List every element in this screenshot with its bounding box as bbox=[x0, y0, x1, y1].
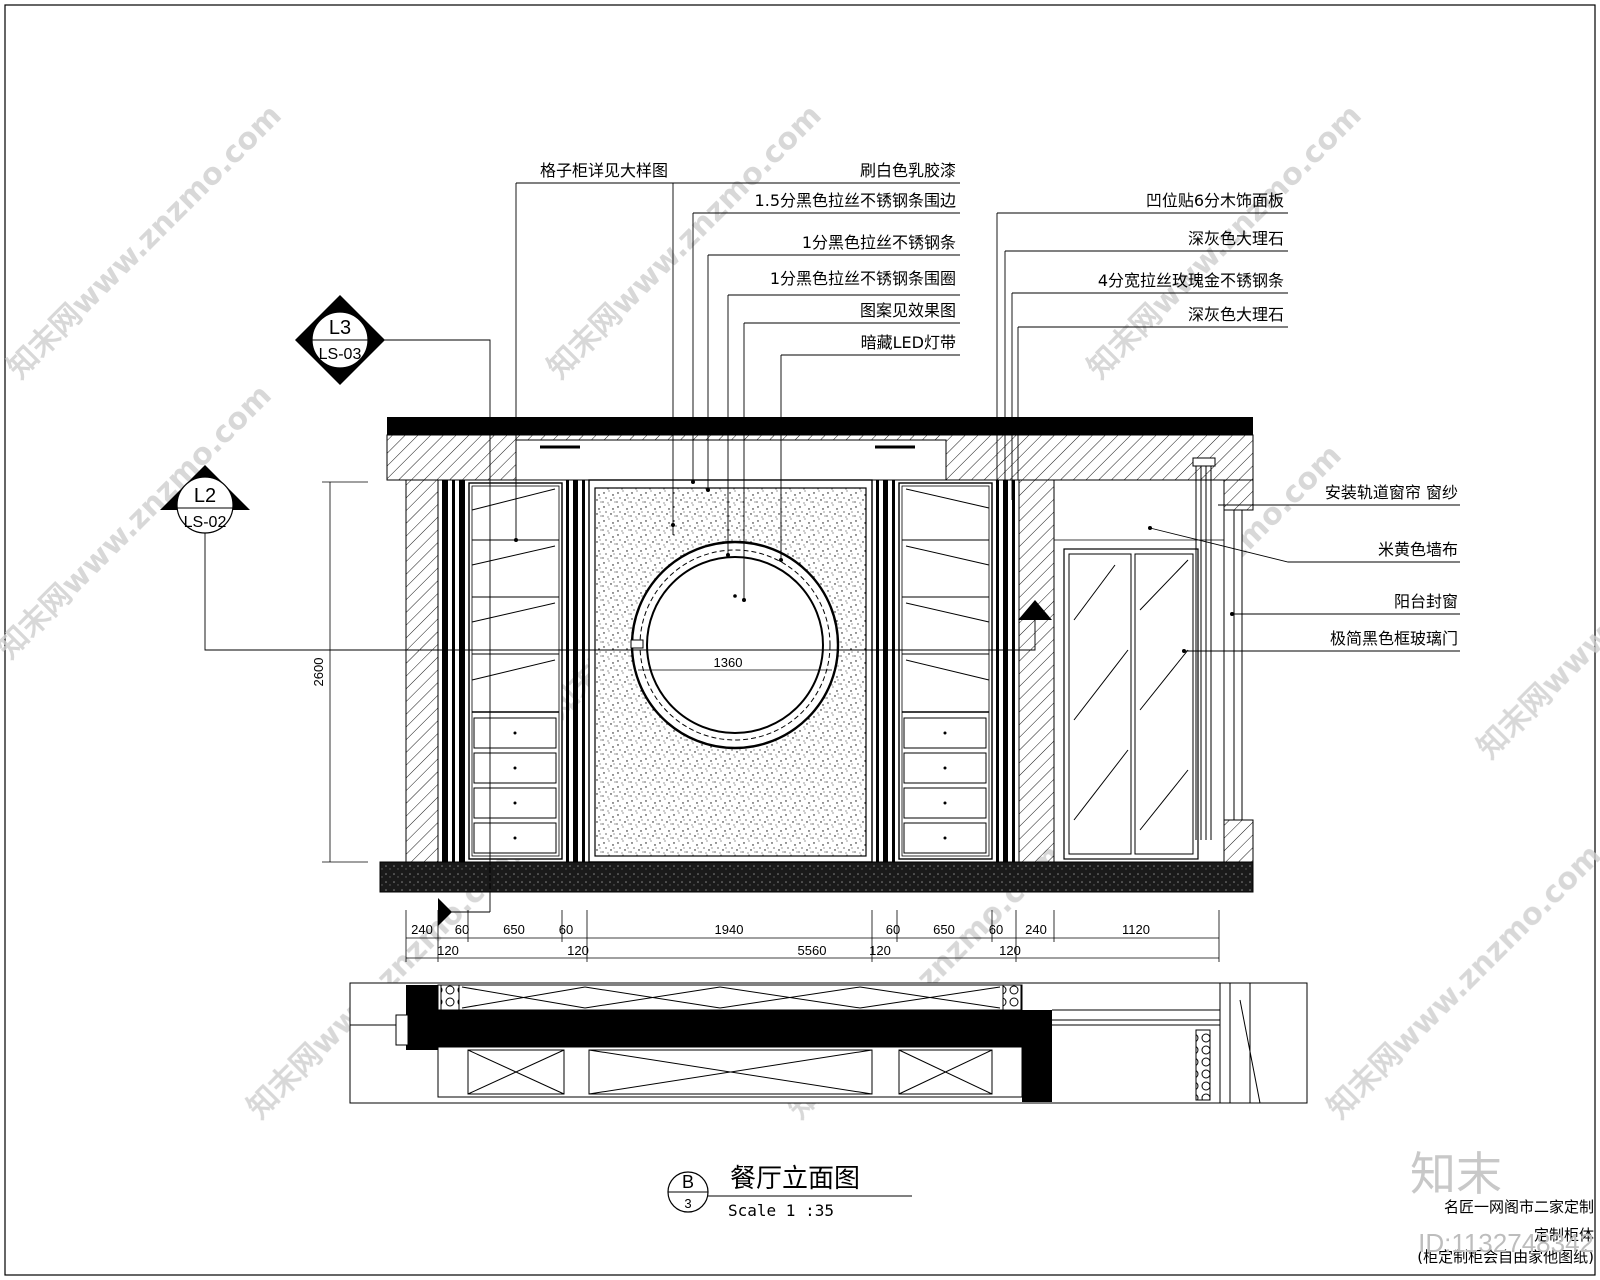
dim-120-b: 120 bbox=[567, 943, 589, 958]
dim-60-c: 60 bbox=[886, 922, 900, 937]
section-mark-l3: L3 LS-03 bbox=[295, 295, 491, 926]
section-mark-l2: L2 LS-02 bbox=[160, 465, 1052, 651]
left-cabinet bbox=[468, 482, 563, 860]
callout-led-strip: 暗藏LED灯带 bbox=[861, 333, 956, 352]
watermark: 知末网www.znzmo.com bbox=[1, 98, 289, 386]
callout-dark-marble-1: 深灰色大理石 bbox=[1188, 229, 1284, 248]
callout-leaders bbox=[515, 182, 1460, 652]
dim-240-left: 240 bbox=[411, 922, 433, 937]
callout-dots bbox=[514, 480, 1234, 653]
dim-60-a: 60 bbox=[455, 922, 469, 937]
dim-60-b: 60 bbox=[559, 922, 573, 937]
callout-1-steel-strip: 1分黑色拉丝不锈钢条 bbox=[802, 233, 956, 252]
dim-1120: 1120 bbox=[1122, 922, 1150, 937]
callout-1-steel-ring: 1分黑色拉丝不锈钢条围圈 bbox=[770, 269, 956, 288]
round-feature-inner-ring bbox=[646, 556, 824, 734]
corner-id: ID:1132748342 bbox=[1418, 1228, 1594, 1258]
width-dimensions bbox=[405, 910, 1220, 962]
callout-glass-door: 极简黑色框玻璃门 bbox=[1330, 629, 1458, 648]
right-pier bbox=[1018, 479, 1055, 863]
dim-120-d: 120 bbox=[999, 943, 1021, 958]
dim-60-d: 60 bbox=[989, 922, 1003, 937]
plan-view bbox=[349, 982, 1308, 1104]
corner-line-2: 定制柜体 bbox=[1534, 1226, 1594, 1244]
left-pier bbox=[405, 479, 439, 863]
floor-marble bbox=[379, 861, 1254, 893]
drawing-title: 餐厅立面图 bbox=[730, 1164, 860, 1194]
callout-pattern: 图案见效果图 bbox=[860, 301, 956, 320]
callout-balcony-window: 阳台封窗 bbox=[1394, 592, 1458, 611]
width-dim-labels: 240 60 650 60 1940 60 650 60 240 1120 12… bbox=[411, 922, 1150, 958]
dim-650-left: 650 bbox=[503, 922, 525, 937]
corner-line-1: 名匠一网阁市二家定制 bbox=[1444, 1198, 1594, 1216]
callouts-left: 格子柜详见大样图 刷白色乳胶漆 1.5分黑色拉丝不锈钢条围边 1分黑色拉丝不锈钢… bbox=[540, 161, 956, 352]
section-l2-number: L2 bbox=[194, 485, 216, 507]
balcony-glass-doors bbox=[1053, 457, 1254, 863]
drawing-scale: Scale 1 :35 bbox=[728, 1201, 834, 1220]
section-l2-ref: LS-02 bbox=[184, 514, 227, 531]
corner-logo: 知末 bbox=[1410, 1147, 1502, 1201]
sheet-border bbox=[4, 4, 1596, 1276]
callout-1-5-steel-edge: 1.5分黑色拉丝不锈钢条围边 bbox=[755, 191, 956, 210]
title-circle-letter: B bbox=[682, 1172, 694, 1192]
watermark: 知末网www.znzmo.com bbox=[1321, 838, 1600, 1126]
corner-line-3: (柜定制柜会自由家他图纸) bbox=[1417, 1248, 1594, 1266]
elevation: 1360 bbox=[379, 417, 1254, 893]
height-dimension: 2600 bbox=[311, 481, 368, 863]
dim-120-a: 120 bbox=[437, 943, 459, 958]
center-feature-panel: 1360 bbox=[588, 479, 873, 863]
section-l3-number: L3 bbox=[329, 317, 351, 339]
watermark: 知末网www.znzmo.com bbox=[0, 378, 279, 666]
watermark: 知末网www.znzmo.com bbox=[541, 98, 829, 386]
callout-veneer-panel: 凹位贴6分木饰面板 bbox=[1146, 191, 1284, 210]
section-l3-ref: LS-03 bbox=[319, 346, 362, 363]
dim-240-right: 240 bbox=[1025, 922, 1047, 937]
height-dim-label: 2600 bbox=[311, 658, 326, 687]
callout-rose-gold-strip: 4分宽拉丝玫瑰金不锈钢条 bbox=[1098, 271, 1284, 290]
callouts-side: 安装轨道窗帘 窗纱 米黄色墙布 阳台封窗 极简黑色框玻璃门 bbox=[1325, 483, 1458, 648]
callout-curtain-track: 安装轨道窗帘 窗纱 bbox=[1325, 483, 1458, 502]
dim-1940: 1940 bbox=[715, 922, 744, 937]
callout-wallcloth: 米黄色墙布 bbox=[1378, 540, 1458, 559]
callout-white-latex: 刷白色乳胶漆 bbox=[860, 161, 956, 180]
ceiling-slab bbox=[387, 417, 1253, 435]
drawing-title-block: B 3 餐厅立面图 Scale 1 :35 bbox=[667, 1164, 912, 1220]
right-cabinet bbox=[898, 482, 993, 860]
watermark: 知末网www.znzmo.com bbox=[1471, 478, 1600, 766]
circle-diameter-dim: 1360 bbox=[714, 655, 743, 670]
title-circle-number: 3 bbox=[684, 1196, 691, 1211]
dim-total-5560: 5560 bbox=[798, 943, 827, 958]
corner-branding: 知末 名匠一网阁市二家定制 定制柜体 (柜定制柜会自由家他图纸) ID:1132… bbox=[1410, 1147, 1594, 1266]
dim-120-c: 120 bbox=[869, 943, 891, 958]
callouts-right: 凹位贴6分木饰面板 深灰色大理石 4分宽拉丝玫瑰金不锈钢条 深灰色大理石 bbox=[1098, 191, 1284, 324]
callout-dark-marble-2: 深灰色大理石 bbox=[1188, 305, 1284, 324]
callout-lattice-cabinet: 格子柜详见大样图 bbox=[540, 161, 668, 180]
dim-650-right: 650 bbox=[933, 922, 955, 937]
